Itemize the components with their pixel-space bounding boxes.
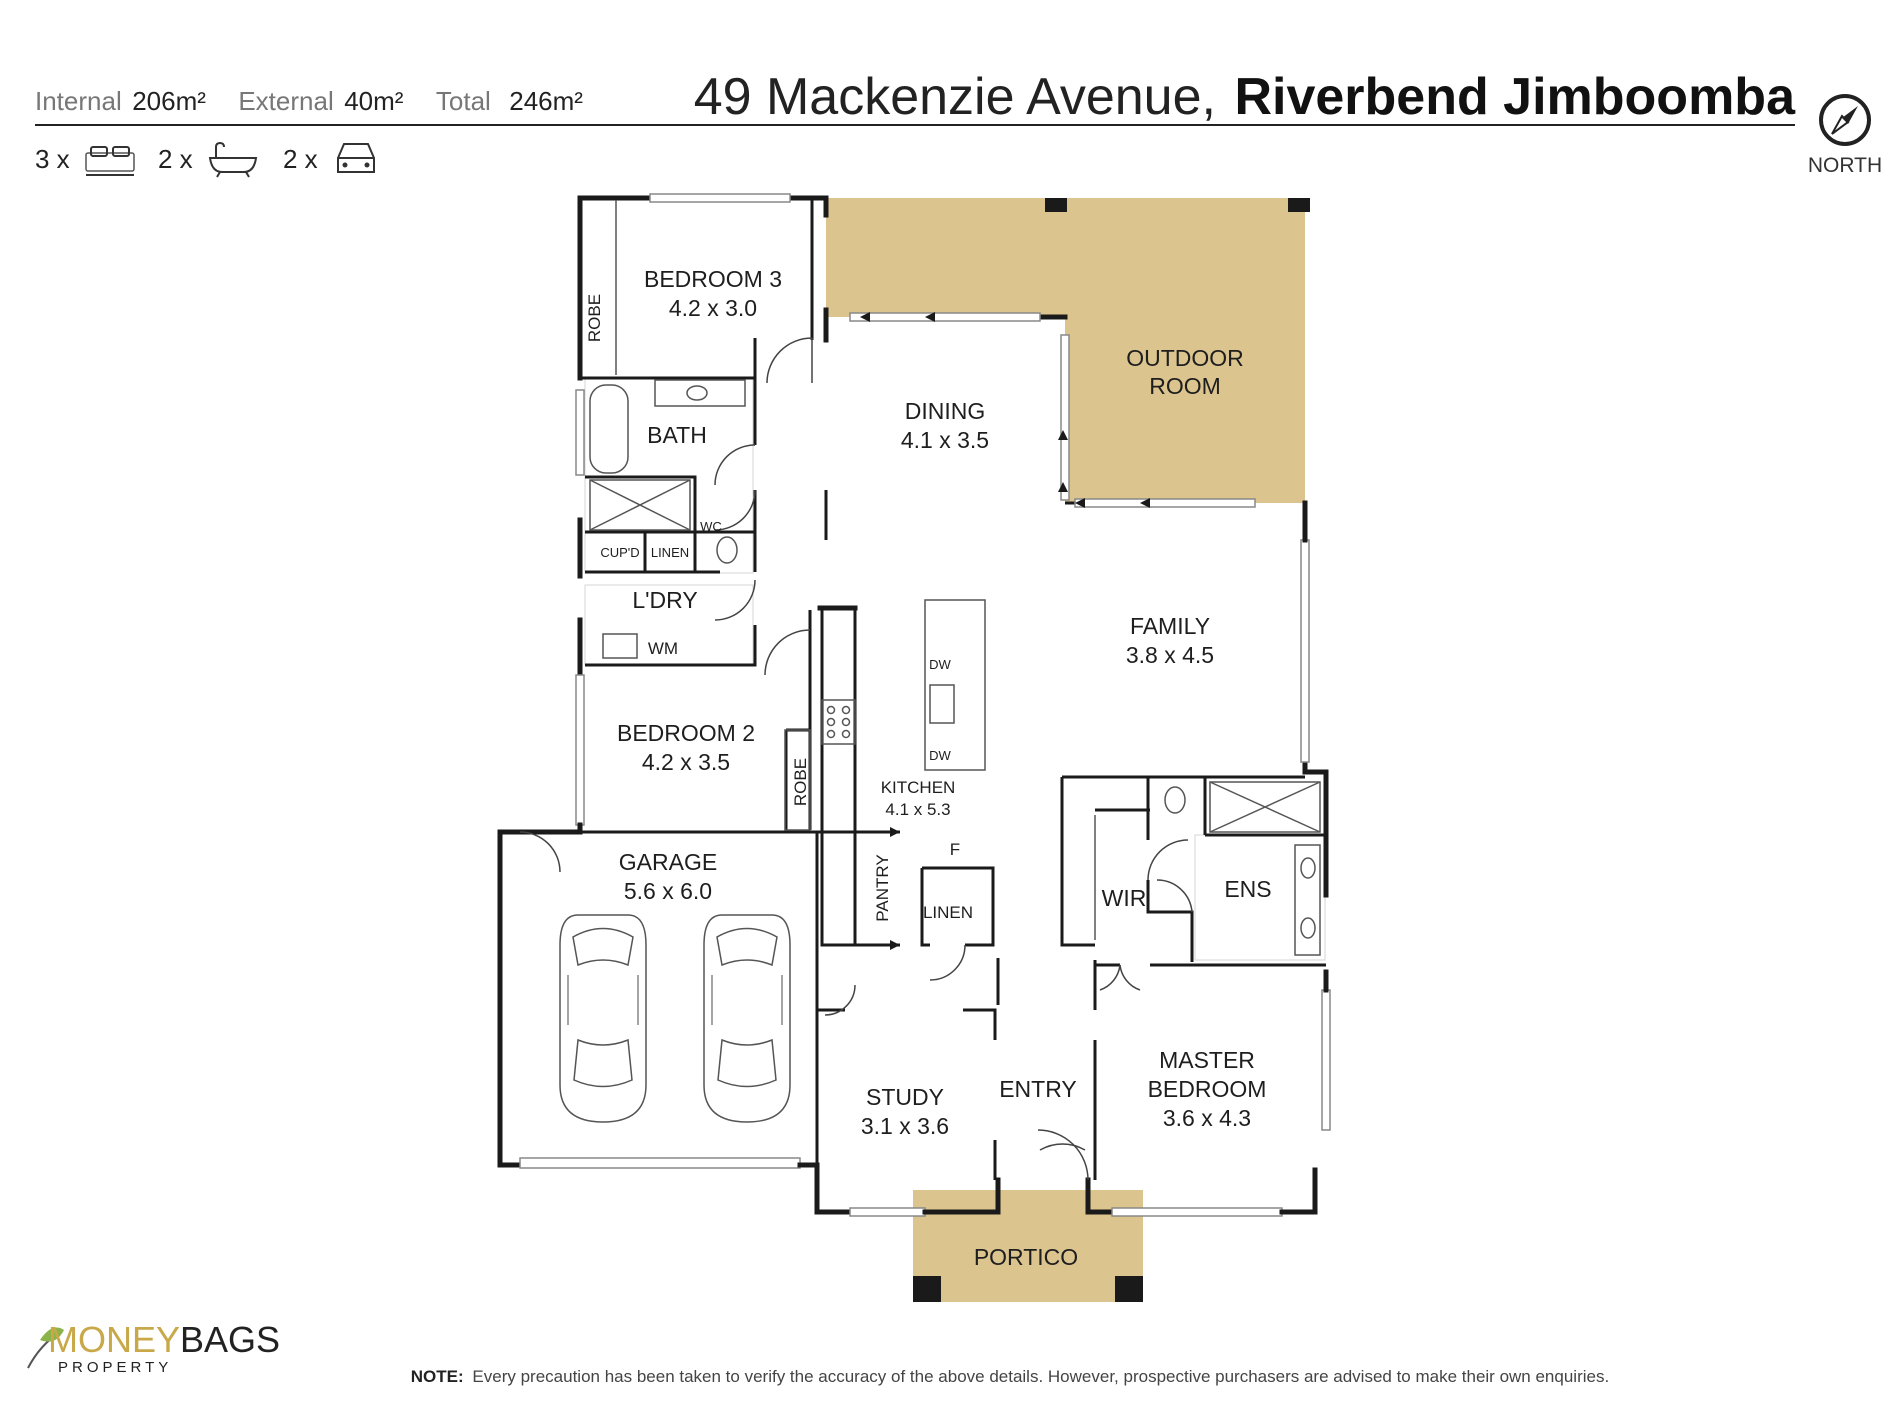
fridge-label: F <box>950 840 960 859</box>
window <box>1300 539 1310 763</box>
window <box>649 193 791 203</box>
external-value: 40m² <box>344 86 404 116</box>
portico-label: PORTICO <box>974 1244 1078 1270</box>
portico-area <box>913 1190 1143 1302</box>
kitchen-name: KITCHEN <box>881 778 956 797</box>
total-value: 246m² <box>509 86 583 116</box>
pantry-arrows <box>855 827 900 950</box>
brand-bags: BAGS <box>180 1319 280 1360</box>
car-count: 2 x <box>283 144 318 174</box>
toilet <box>716 536 738 564</box>
kitchen-sink <box>929 684 955 724</box>
sliding-door <box>1074 498 1256 508</box>
bedroom2-size: 4.2 x 3.5 <box>642 749 730 775</box>
disclaimer-note: NOTE: Every precaution has been taken to… <box>411 1367 1609 1386</box>
car-icon <box>559 914 647 1123</box>
svg-text:Internal 206m² Ext: Internal 206m² External 40m² Total 246m² <box>35 86 583 116</box>
bathroom-count: 2 x <box>158 144 193 174</box>
dining-name: DINING <box>905 398 986 424</box>
robe2-label: ROBE <box>791 758 810 806</box>
window <box>1321 989 1331 1131</box>
bedroom-count: 3 x <box>35 144 70 174</box>
shower <box>589 479 691 531</box>
ensuite-toilet <box>1164 786 1186 814</box>
sliding-door <box>849 312 1041 322</box>
wc-label: WC <box>700 519 722 534</box>
bath-vanity <box>654 379 746 407</box>
dishwasher-label-1: DW <box>929 657 951 672</box>
internal-value: 206m² <box>132 86 206 116</box>
north-compass-icon <box>1819 94 1871 146</box>
car-icon <box>703 914 791 1123</box>
garage-name: GARAGE <box>619 849 717 875</box>
basin <box>686 385 708 401</box>
robe-label: ROBE <box>585 294 604 342</box>
window <box>849 1207 926 1217</box>
internal-walls <box>500 198 1326 1180</box>
kitchen-size: 4.1 x 5.3 <box>885 800 950 819</box>
dishwasher-label-2: DW <box>929 748 951 763</box>
window <box>575 389 585 476</box>
master-name-1: MASTER <box>1159 1047 1255 1073</box>
master-size: 3.6 x 4.3 <box>1163 1105 1251 1131</box>
header: Internal 206m² External 40m² Total 246m²… <box>35 68 1882 178</box>
window <box>575 674 585 826</box>
outdoor-room-name-1: OUTDOOR <box>1126 345 1244 371</box>
bed-icon <box>85 146 135 176</box>
garage-size: 5.6 x 6.0 <box>624 878 712 904</box>
cupboard-label: CUP'D <box>600 545 639 560</box>
slider-arrows <box>860 312 1150 508</box>
family-size: 3.8 x 4.5 <box>1126 642 1214 668</box>
bath-label: BATH <box>647 422 707 448</box>
sliding-door <box>1060 334 1070 501</box>
linen-label: LINEN <box>651 545 689 560</box>
pantry-label: PANTRY <box>873 854 892 921</box>
cooktop-icon <box>821 699 856 745</box>
car-icon <box>337 143 375 173</box>
linen2-label: LINEN <box>923 903 973 922</box>
bedroom2-name: BEDROOM 2 <box>617 720 755 746</box>
fixtures <box>589 379 1321 956</box>
washing-machine-label: WM <box>648 639 678 658</box>
entry-label: ENTRY <box>999 1076 1077 1102</box>
outdoor-room-name-2: ROOM <box>1149 373 1221 399</box>
kitchen-island <box>924 599 986 771</box>
footer: MONEYBAGS PROPERTY NOTE: Every precautio… <box>27 1319 1609 1386</box>
internal-label: Internal <box>35 86 122 116</box>
door-swings <box>519 337 1193 1181</box>
address-street: 49 Mackenzie Avenue, <box>694 68 1216 126</box>
external-label: External <box>238 86 333 116</box>
note-text: Every precaution has been taken to verif… <box>472 1367 1609 1386</box>
address-suburb: Riverbend Jimboomba <box>1234 68 1796 126</box>
study-name: STUDY <box>866 1084 944 1110</box>
laundry-label: L'DRY <box>632 587 697 613</box>
ensuite-vanity <box>1294 844 1321 956</box>
note-label: NOTE: <box>411 1367 464 1386</box>
bedroom3-name: BEDROOM 3 <box>644 266 782 292</box>
ensuite-shower <box>1209 781 1321 833</box>
ensuite-label: ENS <box>1224 876 1271 902</box>
total-label: Total <box>436 86 491 116</box>
robe-cabinet <box>784 729 811 831</box>
svg-text:MONEYBAGS: MONEYBAGS <box>48 1319 280 1360</box>
north-label: NORTH <box>1808 154 1882 177</box>
moneybags-logo: MONEYBAGS PROPERTY <box>27 1319 280 1376</box>
address: 49 Mackenzie Avenue, Riverbend Jimboomba <box>694 68 1796 126</box>
leaf-icon <box>27 1327 64 1369</box>
brand-money: MONEY <box>48 1319 180 1360</box>
family-name: FAMILY <box>1130 613 1210 639</box>
master-name-2: BEDROOM <box>1148 1076 1267 1102</box>
laundry-tub <box>602 633 638 659</box>
brand-property: PROPERTY <box>58 1359 172 1376</box>
wir-label: WIR <box>1102 885 1147 911</box>
bathtub-icon <box>208 141 258 178</box>
window <box>1111 1207 1283 1217</box>
dining-size: 4.1 x 3.5 <box>901 427 989 453</box>
bedroom3-size: 4.2 x 3.0 <box>669 295 757 321</box>
study-size: 3.1 x 3.6 <box>861 1113 949 1139</box>
room-labels: BEDROOM 3 4.2 x 3.0 ROBE BATH WC CUP'D L… <box>585 266 1272 1270</box>
bathtub <box>589 384 629 474</box>
garage-door <box>519 1157 801 1169</box>
